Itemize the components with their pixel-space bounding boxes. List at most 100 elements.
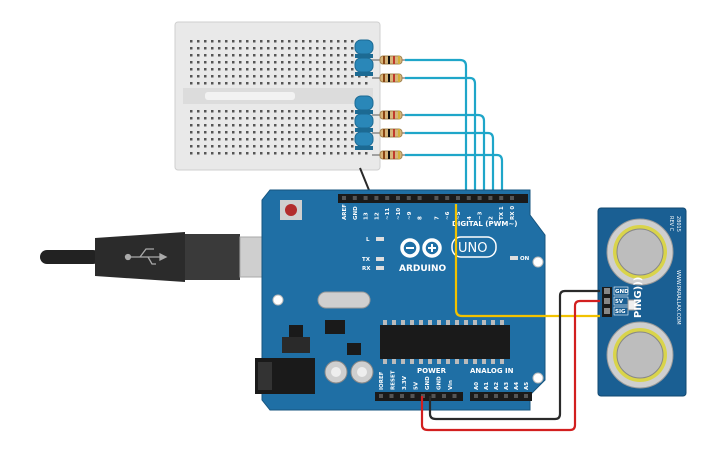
breadboard-hole (190, 40, 193, 43)
sensor-name: PING))) (633, 277, 644, 318)
wire-gnd[interactable] (428, 289, 600, 421)
digital-pin-hole[interactable] (352, 196, 357, 200)
sensor-pin-label: 5V (615, 299, 624, 305)
breadboard-hole (344, 82, 347, 85)
breadboard-hole (225, 68, 228, 71)
breadboard-hole (274, 68, 277, 71)
breadboard-hole (190, 145, 193, 148)
digital-pin-hole[interactable] (477, 196, 482, 200)
resistor[interactable] (372, 73, 408, 83)
breadboard-hole (316, 47, 319, 50)
breadboard-hole (197, 152, 200, 155)
breadboard-hole (197, 145, 200, 148)
digital-pin-hole[interactable] (510, 196, 514, 200)
analog-pin-hole[interactable] (524, 394, 528, 398)
wire-sig[interactable] (454, 204, 600, 318)
breadboard-hole (330, 61, 333, 64)
breadboard-hole (337, 40, 340, 43)
led[interactable] (354, 95, 374, 114)
led-wires[interactable] (405, 58, 504, 204)
power-pin-hole[interactable] (400, 394, 404, 398)
sensor-pin[interactable] (604, 298, 610, 304)
breadboard-hole (197, 47, 200, 50)
breadboard-hole (295, 124, 298, 127)
digital-pin-hole[interactable] (466, 196, 471, 200)
power-pin-hole[interactable] (410, 394, 415, 398)
breadboard-hole (309, 145, 312, 148)
breadboard-hole (302, 68, 305, 71)
power-pin-hole[interactable] (431, 394, 436, 398)
digital-pin-label: 2 (488, 216, 494, 220)
sensor-pin[interactable] (604, 308, 610, 314)
digital-pin-hole[interactable] (406, 196, 411, 200)
mount-hole (272, 294, 284, 306)
breadboard-hole (260, 47, 263, 50)
sensor-pin-label: SIG (615, 309, 626, 315)
analog-pin-hole[interactable] (484, 394, 488, 398)
breadboard-hole (302, 138, 305, 141)
power-pin-hole[interactable] (452, 394, 457, 398)
led[interactable] (354, 113, 374, 132)
digital-pin-hole[interactable] (456, 196, 460, 200)
breadboard-hole (218, 145, 221, 148)
reset-button-cap[interactable] (285, 204, 297, 216)
breadboard-hole (218, 131, 221, 134)
resistor[interactable] (372, 55, 408, 65)
breadboard-hole (239, 117, 242, 120)
led-tx-label: TX (362, 257, 371, 263)
breadboard-hole (197, 61, 200, 64)
breadboard-hole (246, 82, 249, 85)
wire-5v[interactable] (420, 299, 600, 432)
breadboard-hole (190, 131, 193, 134)
breadboard-hole (253, 61, 256, 64)
breadboard-hole (253, 145, 256, 148)
digital-pin-hole[interactable] (417, 196, 422, 200)
breadboard-hole (211, 61, 214, 64)
resistor[interactable] (372, 150, 408, 160)
analog-pin-label: A1 (484, 382, 490, 390)
power-pin-hole[interactable] (442, 394, 446, 398)
led[interactable] (354, 57, 374, 76)
digital-pin-hole[interactable] (434, 196, 439, 200)
breadboard-hole (323, 40, 326, 43)
breadboard-hole (309, 75, 312, 78)
breadboard[interactable] (174, 21, 381, 171)
breadboard-hole (197, 131, 200, 134)
analog-pin-hole[interactable] (514, 394, 518, 398)
breadboard-hole (253, 75, 256, 78)
led[interactable] (354, 131, 374, 150)
digital-pin-hole[interactable] (342, 196, 346, 200)
digital-pin-hole[interactable] (396, 196, 400, 200)
digital-pin-hole[interactable] (385, 196, 390, 200)
resistor[interactable] (372, 110, 408, 120)
breadboard-hole (351, 152, 354, 155)
breadboard-hole (260, 54, 263, 57)
led[interactable] (354, 39, 374, 58)
resistor[interactable] (372, 128, 408, 138)
power-pin-hole[interactable] (389, 394, 394, 398)
analog-pin-hole[interactable] (494, 394, 498, 398)
breadboard-hole (295, 47, 298, 50)
digital-pin-hole[interactable] (374, 196, 379, 200)
digital-pin-hole[interactable] (488, 196, 493, 200)
analog-pin-hole[interactable] (474, 394, 478, 398)
digital-pin-hole[interactable] (363, 196, 368, 200)
breadboard-hole (330, 117, 333, 120)
sensor-pin[interactable] (604, 288, 610, 294)
digital-pin-hole[interactable] (499, 196, 504, 200)
breadboard-hole (302, 54, 305, 57)
breadboard-hole (316, 54, 319, 57)
breadboard-hole (323, 54, 326, 57)
breadboard-hole (309, 82, 312, 85)
wire-pin2 (405, 153, 504, 204)
digital-pin-hole[interactable] (445, 196, 450, 200)
breadboard-hole (267, 61, 270, 64)
power-pin-hole[interactable] (379, 394, 383, 398)
breadboard-hole (232, 131, 235, 134)
brand-label: ARDUINO (399, 264, 447, 274)
breadboard-hole (260, 152, 263, 155)
analog-pin-hole[interactable] (504, 394, 508, 398)
sensor-url: WWW.PARALLAX.COM (675, 270, 681, 325)
